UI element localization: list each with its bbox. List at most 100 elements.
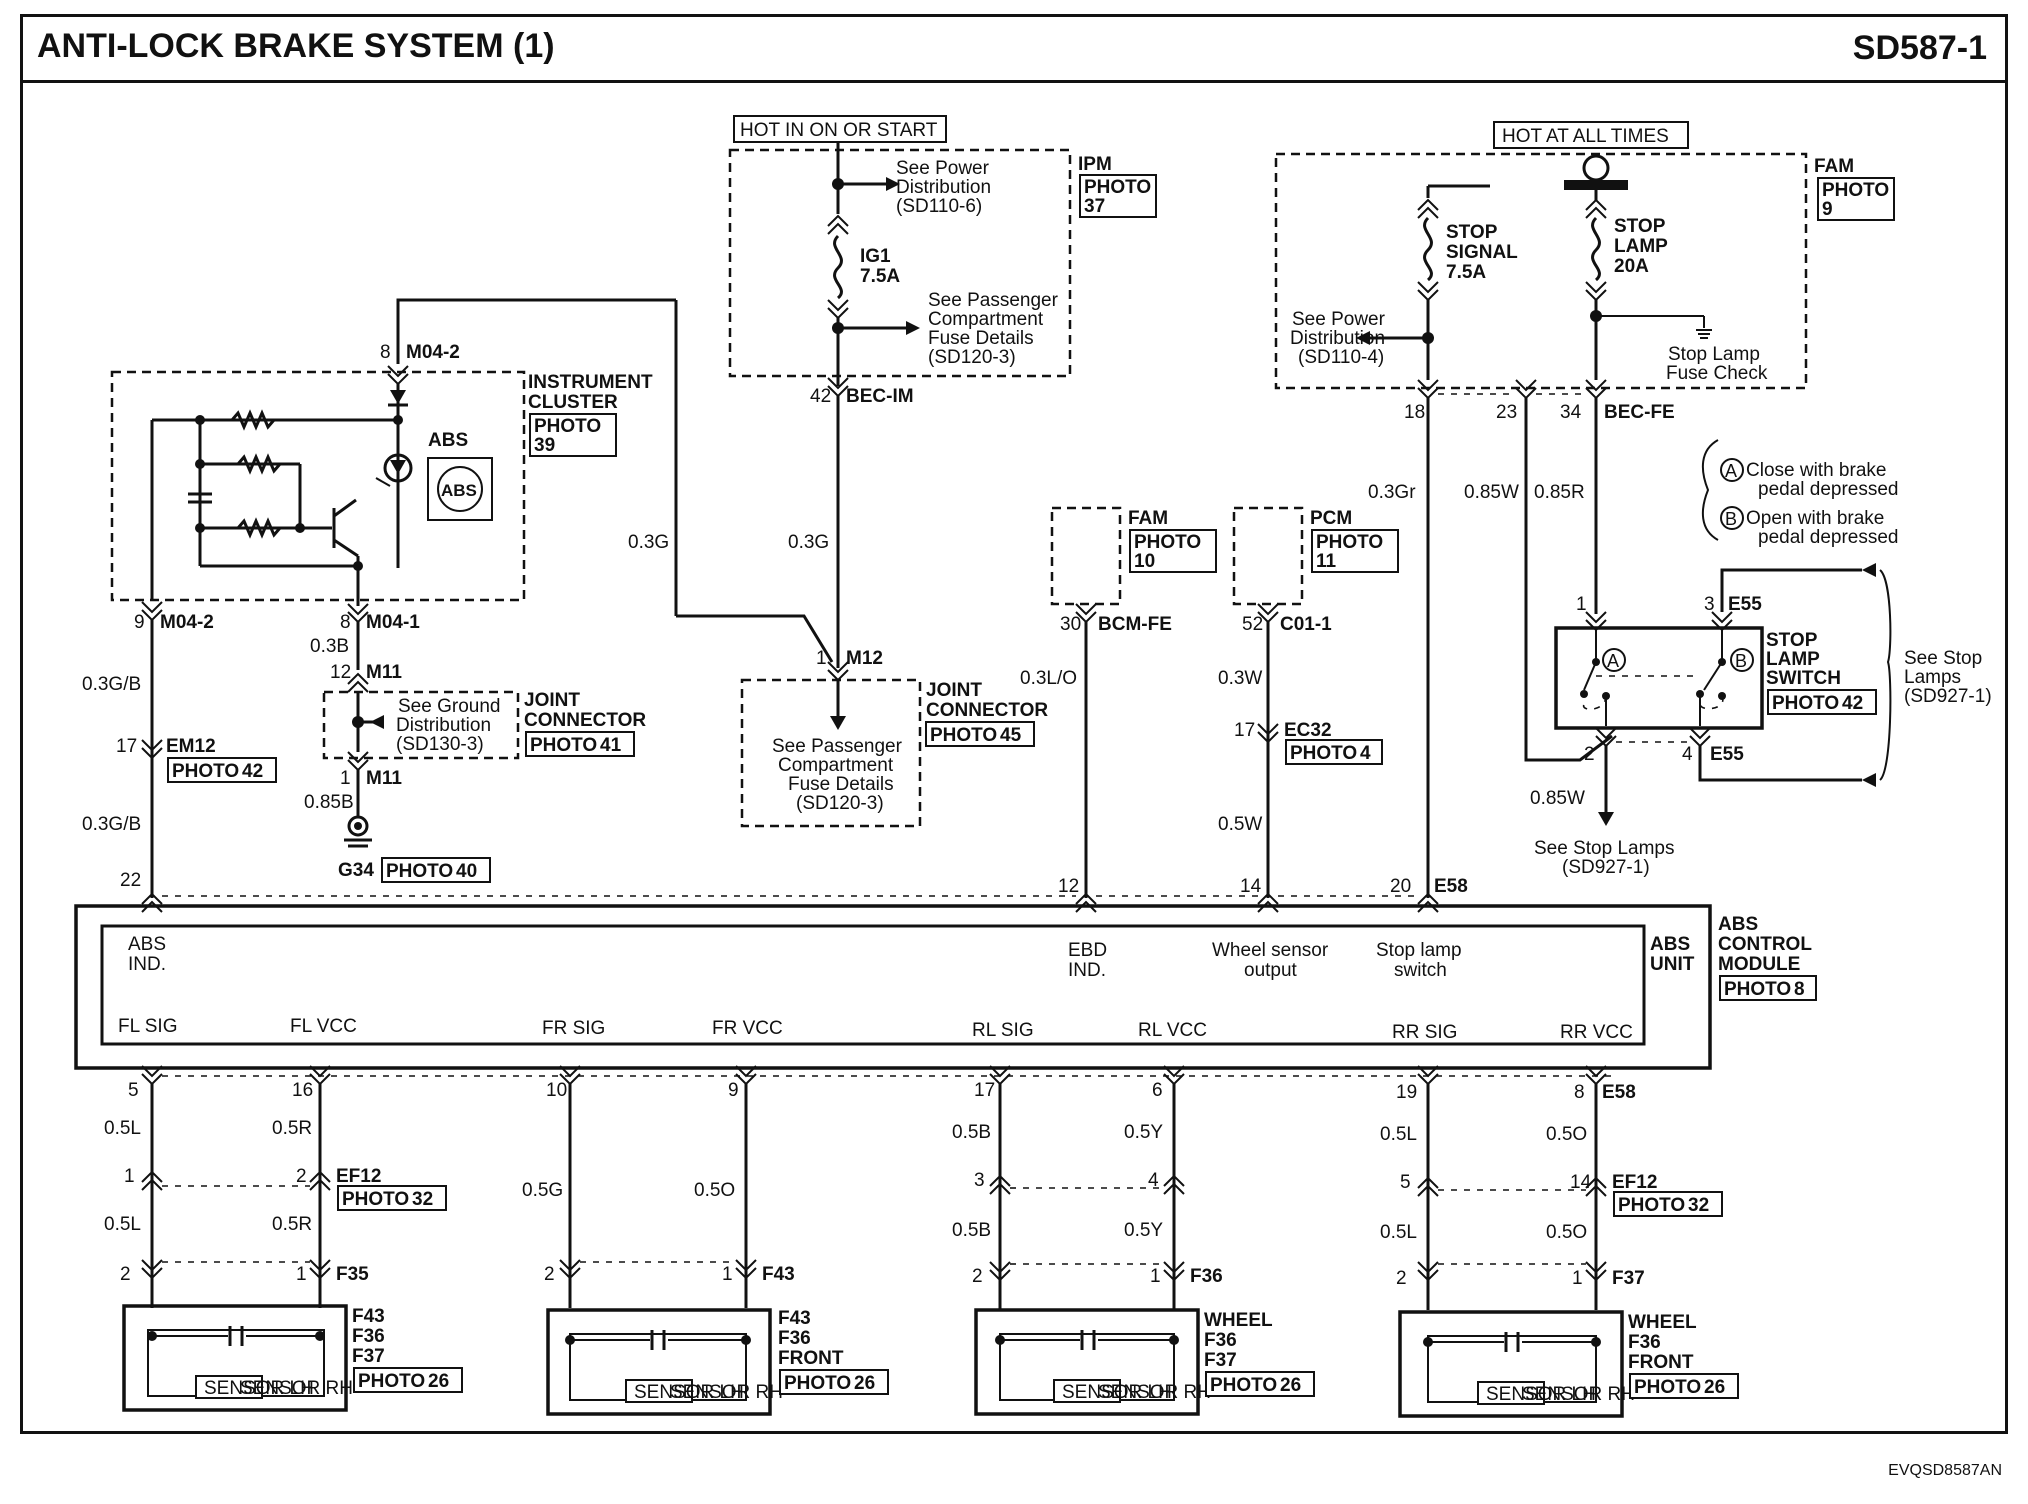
svg-text:SENSOR RH: SENSOR RH [670,1382,783,1403]
svg-text:Close with brake: Close with brake [1746,460,1886,481]
svg-text:26: 26 [1704,1377,1725,1398]
svg-text:PHOTO: PHOTO [530,735,597,756]
svg-text:ABS: ABS [428,430,468,451]
svg-text:18: 18 [1404,402,1425,423]
svg-text:FL VCC: FL VCC [290,1016,357,1037]
svg-text:CLUSTER: CLUSTER [528,392,618,413]
svg-text:PHOTO: PHOTO [172,761,239,782]
svg-text:E55: E55 [1728,594,1762,615]
svg-text:0.5Y: 0.5Y [1124,1220,1163,1241]
svg-text:EF12: EF12 [336,1166,381,1187]
svg-text:F43: F43 [352,1306,385,1327]
svg-text:F37: F37 [1204,1350,1237,1371]
wire-m04-2 [396,298,676,364]
svg-text:0.5R: 0.5R [272,1214,312,1235]
svg-text:23: 23 [1496,402,1517,423]
rear-lh-sensor-wiring: 17 6 0.5B 0.5Y 3 4 0.5B 0.5Y 2 1 F36 SEN… [952,1065,1315,1416]
instrument-cluster-section: 0.3G 8 M04-2 INSTRUMENT CLUSTER PHOTO 39… [82,298,834,898]
svg-text:PCM: PCM [1310,508,1352,529]
svg-text:LAMP: LAMP [1766,649,1820,670]
svg-text:(SD110-4): (SD110-4) [1298,347,1384,368]
svg-text:Stop Lamp: Stop Lamp [1668,344,1760,365]
hot-ign-box [733,115,947,143]
svg-text:0.5B: 0.5B [952,1220,991,1241]
svg-text:UNIT: UNIT [1650,954,1695,975]
svg-text:32: 32 [412,1189,433,1210]
svg-text:RR SIG: RR SIG [1392,1022,1457,1043]
svg-text:C01-1: C01-1 [1280,614,1332,635]
rear-rh-sensor-wiring: 19 8 E58 0.5L 0.5O 5 14 EF12 PHOTO 32 0.… [1380,1065,1739,1418]
svg-text:PHOTO: PHOTO [784,1373,851,1394]
page-title: ANTI-LOCK BRAKE SYSTEM (1) [37,27,555,65]
ig1-fuse [833,234,843,300]
resistor-1 [230,409,276,431]
svg-text:PHOTO: PHOTO [386,861,453,882]
svg-text:0.5L: 0.5L [1380,1124,1417,1145]
svg-text:4: 4 [1360,743,1371,764]
svg-text:See Stop: See Stop [1904,648,1982,669]
svg-text:CONNECTOR: CONNECTOR [524,710,646,731]
svg-text:2: 2 [296,1166,307,1187]
svg-text:(SD927-1): (SD927-1) [1904,686,1992,707]
rear-wheel-sensor-rh [1398,1310,1624,1418]
ig1-rating: 7.5A [860,266,900,287]
svg-text:6: 6 [1152,1080,1163,1101]
svg-text:30: 30 [1060,614,1081,635]
svg-text:F35: F35 [336,1264,369,1285]
svg-text:4: 4 [1682,744,1693,765]
svg-text:Compartment: Compartment [928,309,1044,330]
ig1-label: IG1 [860,246,891,267]
svg-text:17: 17 [1234,720,1255,741]
svg-text:A: A [1607,651,1619,671]
svg-text:See Ground: See Ground [398,696,500,717]
svg-text:17: 17 [116,736,137,757]
joint-connector-45 [740,678,922,828]
svg-text:10: 10 [1134,551,1155,572]
svg-text:0.3G/B: 0.3G/B [82,814,141,835]
svg-text:26: 26 [854,1373,875,1394]
svg-text:See Stop Lamps: See Stop Lamps [1534,838,1674,859]
hot-ign-label: HOT IN ON OR START [740,120,938,141]
svg-text:0.3B: 0.3B [310,636,349,657]
stop-lamp-fuse [1591,216,1601,282]
svg-text:0.5G: 0.5G [522,1180,563,1201]
svg-text:JOINT: JOINT [524,690,580,711]
svg-text:0.3G: 0.3G [788,532,829,553]
front-wheel-sensor-rh [546,1308,772,1416]
svg-text:0.85R: 0.85R [1534,482,1585,503]
svg-text:1: 1 [340,768,351,789]
svg-text:F37: F37 [352,1346,385,1367]
svg-text:F36: F36 [778,1328,811,1349]
svg-text:(SD120-3): (SD120-3) [796,793,884,814]
svg-text:F36: F36 [1190,1266,1223,1287]
svg-text:M04-2: M04-2 [406,342,460,363]
svg-text:2: 2 [120,1264,131,1285]
svg-text:PHOTO: PHOTO [1210,1375,1277,1396]
svg-text:FL SIG: FL SIG [118,1016,177,1037]
svg-text:52: 52 [1242,614,1263,635]
svg-text:SENSOR RH: SENSOR RH [1522,1384,1635,1405]
svg-text:STOP: STOP [1614,216,1666,237]
svg-text:9: 9 [728,1080,739,1101]
svg-text:0.85W: 0.85W [1464,482,1519,503]
svg-text:F36: F36 [1204,1330,1237,1351]
svg-text:CONNECTOR: CONNECTOR [926,700,1048,721]
svg-text:1: 1 [816,648,827,669]
hot-always-box [1493,121,1689,149]
fam-box [1274,152,1808,390]
svg-text:SENSOR LH: SENSOR LH [634,1382,744,1403]
svg-text:0.5O: 0.5O [694,1180,735,1201]
svg-text:See Passenger: See Passenger [772,736,903,757]
svg-text:PHOTO: PHOTO [1290,743,1357,764]
svg-text:FRONT: FRONT [778,1348,844,1369]
svg-text:E58: E58 [1602,1082,1636,1103]
svg-text:45: 45 [1000,725,1022,746]
svg-text:PHOTO: PHOTO [1134,532,1201,553]
svg-text:0.5B: 0.5B [952,1122,991,1143]
svg-text:0.85W: 0.85W [1530,788,1585,809]
svg-text:32: 32 [1688,1195,1709,1216]
ground-g34 [347,815,369,837]
svg-text:SENSOR LH: SENSOR LH [1062,1382,1172,1403]
svg-text:2: 2 [544,1264,555,1285]
svg-text:PHOTO: PHOTO [358,1371,425,1392]
